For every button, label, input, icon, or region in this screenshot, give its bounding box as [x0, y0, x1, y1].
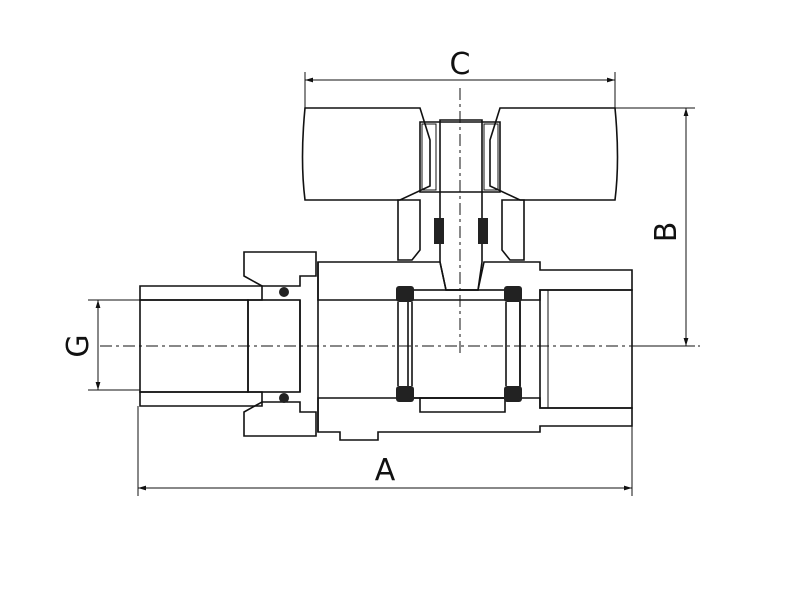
dimension-g-label: G	[61, 334, 96, 357]
dimension-b: B	[615, 107, 695, 347]
dimension-a-label: A	[375, 453, 396, 488]
valve-body	[317, 261, 633, 441]
dimension-g: G	[61, 299, 140, 391]
dimension-a: A	[137, 406, 633, 496]
valve-stem	[397, 119, 525, 291]
union-connector	[139, 251, 319, 437]
dimension-b-label: B	[649, 222, 684, 243]
butterfly-handle	[301, 107, 619, 201]
dimension-c: C	[304, 47, 616, 108]
dimension-c-label: C	[450, 47, 471, 82]
